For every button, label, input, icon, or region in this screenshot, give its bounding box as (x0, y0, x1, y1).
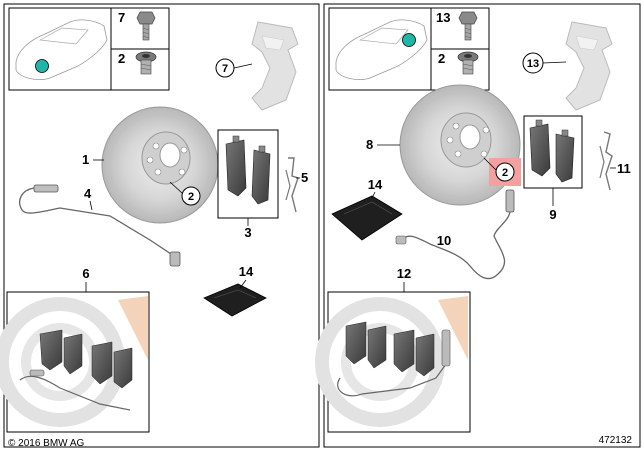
callout-14: 14 (239, 264, 254, 279)
location-marker-icon (35, 59, 49, 73)
callout-13: 13 (527, 58, 539, 70)
right-legend: 13 2 (430, 7, 490, 91)
legend-ref-label: 2 (118, 51, 125, 66)
callout-10: 10 (437, 233, 451, 248)
callout-8: 8 (366, 137, 373, 152)
callout-14: 14 (368, 177, 383, 192)
diagram-number: 472132 (599, 435, 633, 446)
caliper-carrier: 13 (522, 21, 613, 111)
spring-clips: 5 (285, 157, 308, 213)
bolt-icon (136, 11, 156, 41)
car-location-box (8, 7, 112, 91)
location-marker-icon (402, 33, 416, 47)
bolt-icon (458, 11, 478, 41)
wear-sensor: 10 (395, 189, 515, 280)
callout-7: 7 (222, 63, 228, 75)
car-location-box (328, 7, 432, 91)
left-panel: 7 2 7 (0, 3, 320, 449)
right-panel: 13 2 13 (315, 3, 641, 448)
callout-2: 2 (188, 191, 194, 203)
callout-4: 4 (84, 186, 92, 201)
brake-pads-box: 3 (217, 129, 279, 240)
callout-5: 5 (301, 170, 308, 185)
callout-6: 6 (82, 266, 89, 281)
screw-icon (135, 51, 157, 75)
callout-2: 2 (502, 167, 508, 179)
callout-9: 9 (549, 207, 556, 222)
legend-ref-label: 2 (438, 51, 445, 66)
screw-icon (457, 51, 479, 75)
copyright: © 2016 BMW AG (8, 438, 85, 449)
caliper-carrier: 7 (215, 21, 299, 111)
spring-clips: 11 (599, 131, 631, 191)
brake-pads-box: 9 (523, 115, 583, 222)
callout-11: 11 (617, 161, 631, 176)
left-legend: 7 2 (110, 7, 170, 91)
legend-ref-label: 13 (436, 10, 450, 25)
repair-kit-box: 12 (315, 266, 471, 433)
grease-packet: 14 (203, 264, 267, 317)
legend-ref-label: 7 (118, 10, 125, 25)
callout-3: 3 (244, 225, 251, 240)
wear-sensor: 4 (19, 184, 181, 267)
grease-packet: 14 (331, 177, 403, 241)
callout-1: 1 (82, 152, 89, 167)
brake-disc: 8 2 (366, 84, 521, 206)
repair-kit-box: 6 (0, 266, 150, 433)
callout-12: 12 (397, 266, 411, 281)
brake-disc: 1 2 (82, 106, 219, 224)
